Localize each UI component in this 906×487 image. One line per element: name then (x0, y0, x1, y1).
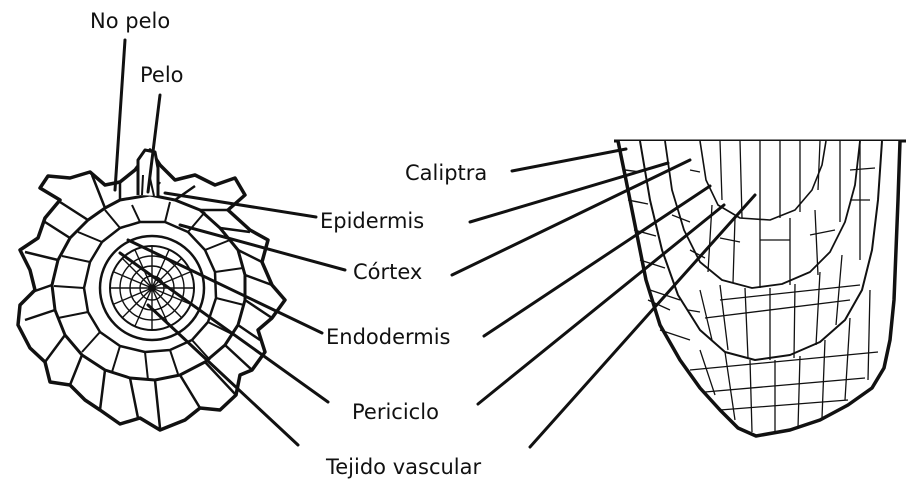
root-cross-section (18, 150, 285, 430)
label-cortex: Córtex (353, 260, 422, 284)
label-pelo: Pelo (140, 63, 184, 87)
root-tip-outline (618, 141, 900, 436)
leader-caliptra-1 (512, 149, 626, 171)
root-tip-section (614, 141, 906, 436)
label-periciclo: Periciclo (352, 400, 439, 424)
label-epidermis: Epidermis (320, 209, 424, 233)
label-tejido-vascular: Tejido vascular (325, 455, 481, 479)
label-caliptra: Caliptra (405, 161, 487, 185)
label-endodermis: Endodermis (326, 325, 451, 349)
leader-no-pelo (115, 40, 125, 190)
label-no-pelo: No pelo (90, 9, 170, 33)
vascular-tissue-mesh (110, 246, 194, 330)
